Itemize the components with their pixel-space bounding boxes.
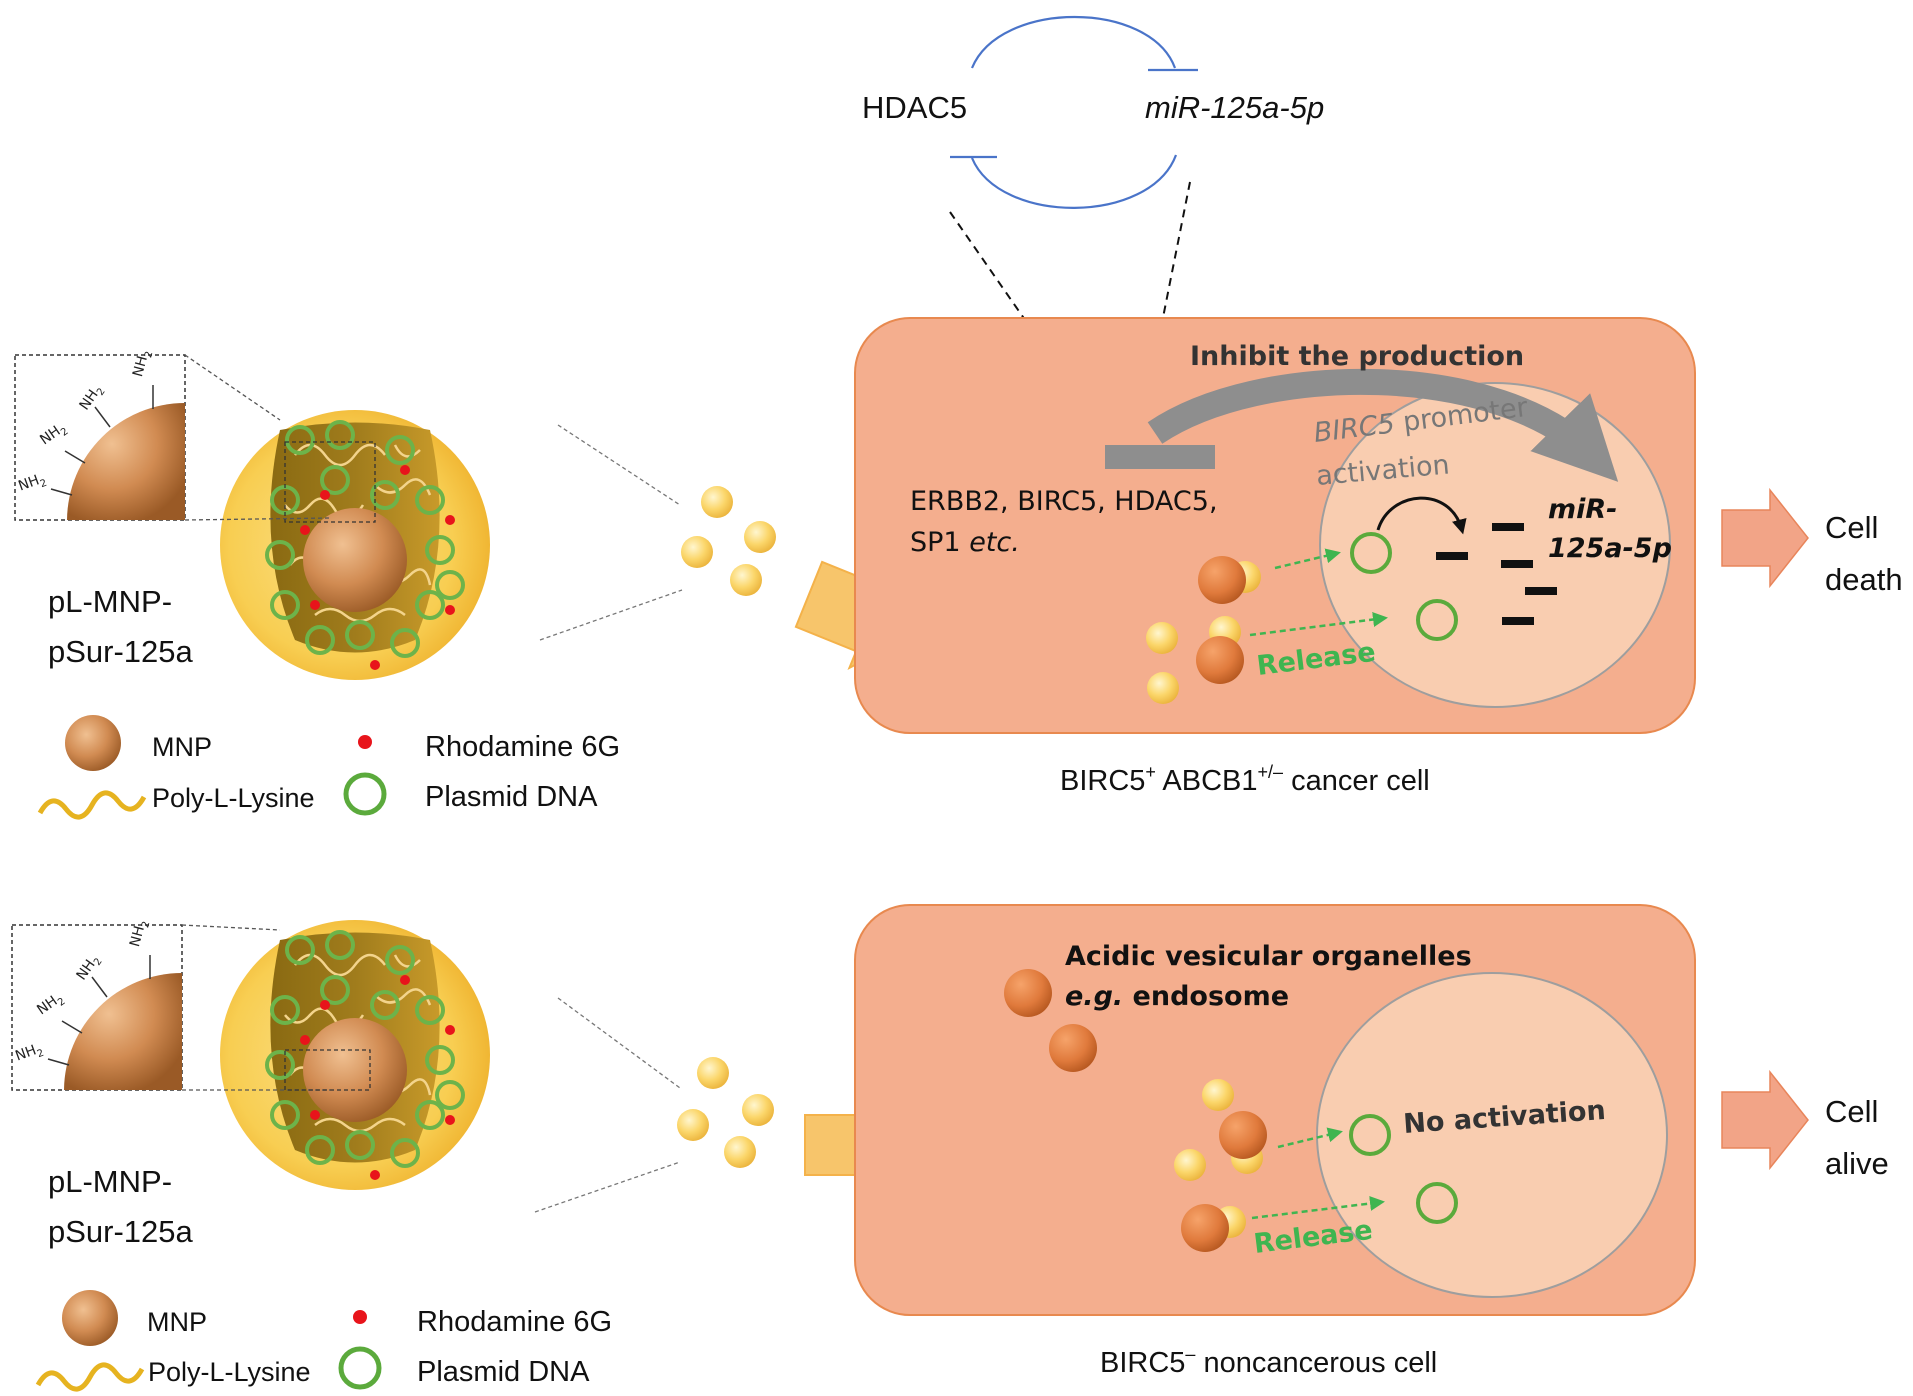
endosome-icon (1181, 1204, 1229, 1252)
mir-product-line1: miR- (1548, 494, 1617, 525)
feedback-loop: HDAC5 miR-125a-5p (862, 15, 1324, 446)
outcome-arrow-bottom (1721, 1069, 1809, 1171)
free-particles-top (681, 486, 776, 596)
nanoparticle-top (218, 408, 492, 682)
mirna-transcripts (1436, 523, 1557, 625)
outcome-bottom-line2: alive (1825, 1146, 1889, 1181)
release-arrow (1277, 1127, 1343, 1149)
inhibition-bar (1105, 445, 1215, 469)
panel-cancer: NH2 NH2 NH2 NH2 pL-MNP- pSur-125a Inhibi… (14, 317, 1903, 797)
organelles-line1: Acidic vesicular organelles (1065, 941, 1472, 972)
nh2-label: NH2 (13, 1040, 45, 1067)
nanoparticle-label-line2: pSur-125a (48, 1214, 194, 1249)
plasmid-icon (1416, 1182, 1458, 1224)
outcome-arrow-top (1721, 487, 1809, 589)
endosome-icon (1196, 636, 1244, 684)
inhibition-arc-top (970, 15, 1177, 69)
legend-plasmid: Plasmid DNA (425, 781, 598, 813)
targets-line1: ERBB2, BIRC5, HDAC5, (910, 486, 1218, 517)
nanoparticle-bottom (218, 918, 492, 1192)
nh2-label: NH2 (130, 348, 155, 379)
cancer-cell-caption: BIRC5+ ABCB1+/– cancer cell (1060, 762, 1430, 797)
nh2-label: NH2 (16, 470, 48, 497)
activation-arrow (1376, 496, 1467, 535)
organelles-line2: e.g. endosome (1065, 981, 1289, 1012)
nanoparticle-label-line2: pSur-125a (48, 634, 194, 669)
legend-top: MNP Rhodamine 6G Poly-L-Lysine Plasmid D… (37, 715, 620, 820)
legend-plasmid: Plasmid DNA (417, 1356, 590, 1388)
legend-mnp: MNP (147, 1307, 207, 1337)
legend-mnp: MNP (152, 732, 212, 762)
mir-product-line2: 125a-5p (1548, 533, 1672, 564)
nanoparticle-label-line1: pL-MNP- (48, 584, 172, 619)
plasmid-icon (343, 772, 387, 816)
endosome-icon (1198, 556, 1246, 604)
plasmids-top (1350, 532, 1458, 641)
nh2-labels-bottom: NH2 NH2 NH2 NH2 (13, 918, 152, 1067)
inhibit-label: Inhibit the production (1190, 341, 1524, 372)
plasmids-bottom (1349, 1114, 1458, 1224)
panel-noncancerous: NH2 NH2 NH2 NH2 pL-MNP- pSur-125a Acidic… (11, 904, 1889, 1379)
plasmid-icon (338, 1346, 382, 1390)
particles-in-cell-bottom (1004, 969, 1267, 1252)
release-arrow (1274, 548, 1341, 570)
rhodamine-icon (353, 1310, 367, 1324)
inhibit-arrow (1147, 368, 1619, 482)
nh2-label: NH2 (127, 918, 152, 949)
endosome-icon (1004, 969, 1052, 1017)
legend-bottom: MNP Rhodamine 6G Poly-L-Lysine Plasmid D… (35, 1290, 612, 1392)
plasmid-icon (1350, 532, 1392, 574)
nucleus-bottom (1316, 972, 1668, 1298)
outcome-top-line1: Cell (1825, 510, 1878, 545)
outcome-bottom-line1: Cell (1825, 1094, 1878, 1129)
polylysine-icon (35, 1362, 145, 1392)
legend-rhodamine: Rhodamine 6G (417, 1306, 612, 1338)
nanoparticle-label-line1: pL-MNP- (48, 1164, 172, 1199)
plasmid-icon (1349, 1114, 1391, 1156)
release-arrow (1249, 612, 1388, 637)
outcome-top-line2: death (1825, 562, 1903, 597)
particles-in-cell-top (1146, 556, 1261, 704)
plasmid-icon (1416, 599, 1458, 641)
mnp-icon (62, 1290, 118, 1346)
rhodamine-icon (358, 735, 372, 749)
release-arrow (1251, 1196, 1385, 1220)
hdac5-label: HDAC5 (862, 90, 967, 125)
legend-polylysine: Poly-L-Lysine (148, 1357, 311, 1387)
mnp-icon (65, 715, 121, 771)
targets-line2: SP1 etc. (910, 527, 1020, 558)
endosome-icon (1049, 1024, 1097, 1072)
polylysine-icon (37, 790, 147, 820)
legend-rhodamine: Rhodamine 6G (425, 731, 620, 763)
noncancerous-cell-caption: BIRC5– noncancerous cell (1100, 1344, 1437, 1379)
mir-label: miR-125a-5p (1145, 90, 1324, 125)
free-particles-bottom (677, 1057, 774, 1168)
legend-polylysine: Poly-L-Lysine (152, 783, 315, 813)
inhibition-arc-bottom (970, 154, 1178, 209)
endosome-icon (1219, 1111, 1267, 1159)
